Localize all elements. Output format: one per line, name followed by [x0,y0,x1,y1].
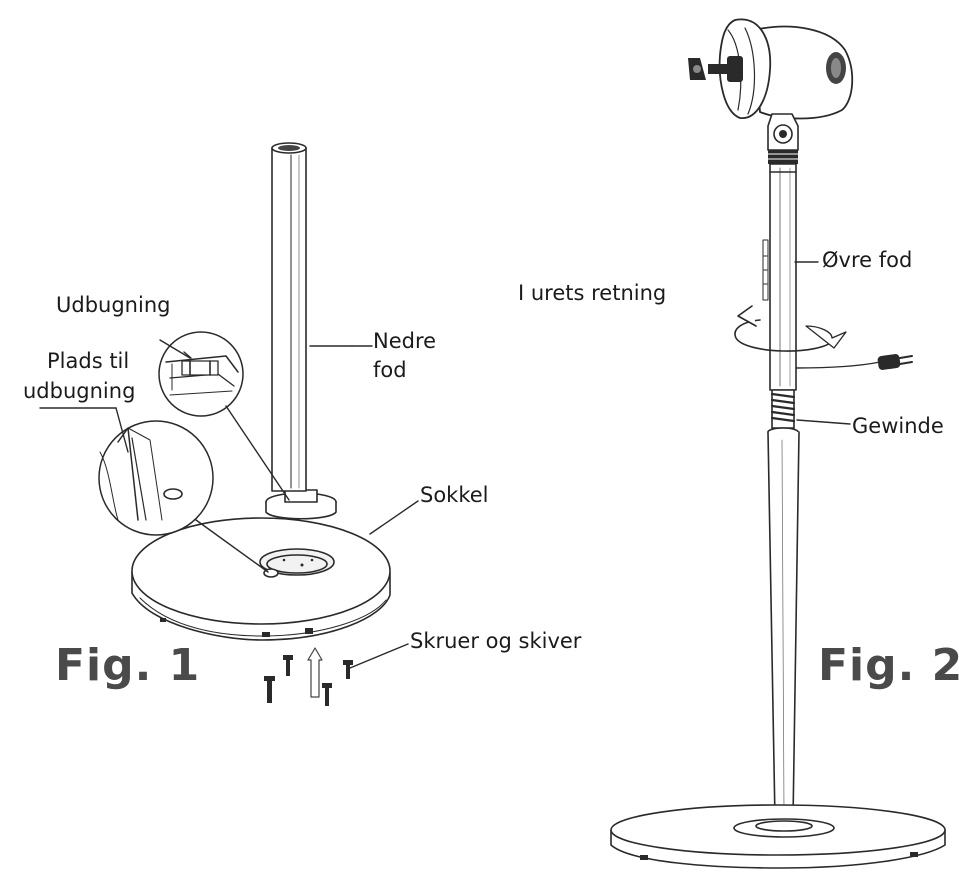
label-screws-washers: Skruer og skiver [410,629,582,653]
label-clockwise: I urets retning [518,281,667,305]
screw-3 [322,683,332,706]
label-lower-pole-line2: fod [373,358,407,382]
screw-1 [264,676,275,703]
label-base: Sokkel [420,483,489,507]
fig2-joint [767,113,799,164]
fig2-fan-head [688,18,854,120]
fig2-leader-lines [794,261,851,425]
fig1-lower-pole [265,142,337,520]
label-thread: Gewinde [852,414,944,438]
fig1-detail-bulge [158,331,244,417]
fig1-screws [264,647,353,706]
label-bulge-slot-line2: udbugning [23,379,136,403]
screw-2 [283,655,293,676]
fig2-rotation-arrows [734,305,847,352]
label-bulge-slot-line1: Plads til [47,349,130,373]
fig2-power-cord [795,354,913,370]
label-lower-pole-line1: Nedre [373,329,437,353]
fig2-upper-pole [762,163,797,391]
screw-4 [343,660,353,679]
fig1-drawing [39,142,419,706]
fig2-lower-pole [767,427,800,821]
fig2-drawing [610,18,946,869]
fig2-base-plate [610,804,946,869]
label-bulge: Udbugning [56,293,171,317]
fig1-leader-lines [39,339,419,669]
up-arrow [307,647,323,698]
label-upper-pole: Øvre fod [822,248,913,272]
figure-1-caption: Fig. 1 [55,640,201,691]
fig1-detail-slot [98,420,214,536]
figure-2-caption: Fig. 2 [818,640,959,691]
fig1-base-plate [131,517,391,641]
fig2-thread [770,389,796,429]
